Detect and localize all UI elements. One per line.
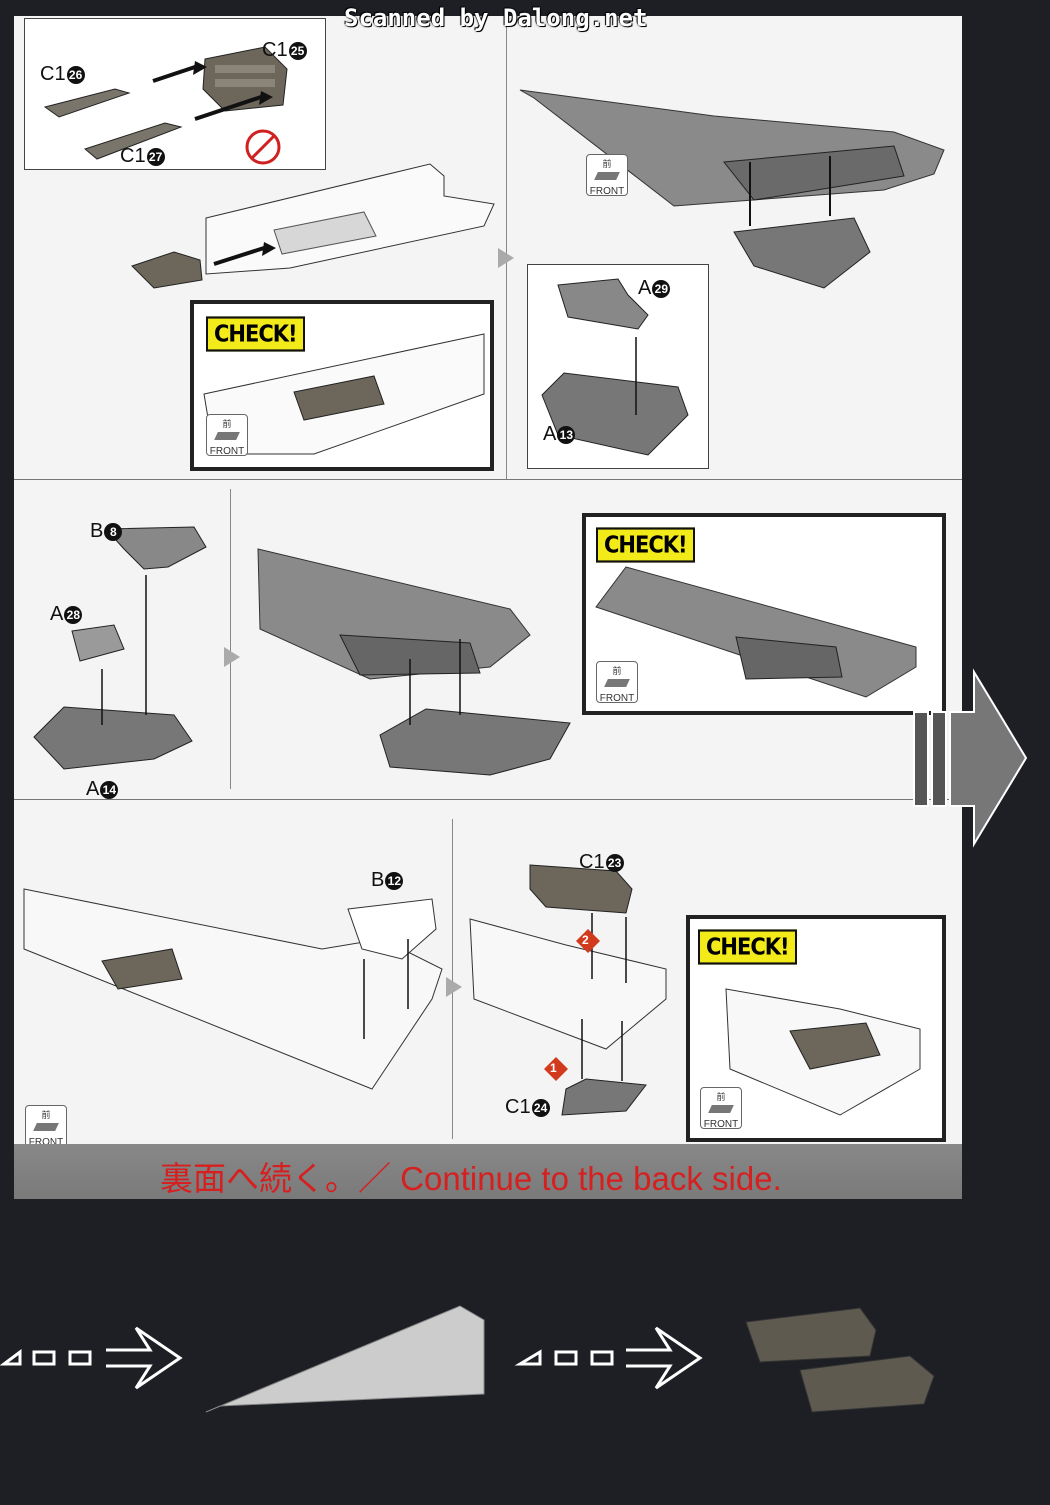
inset-drawing (541, 278, 689, 456)
front-badge: 前 FRONT (206, 414, 248, 457)
divider (230, 489, 231, 789)
front-kanji: 前 (716, 1092, 726, 1102)
footer-band: 裏面へ続く。／ Continue to the back side. (14, 1144, 962, 1199)
part-number: 14 (100, 780, 119, 799)
part-letter: C1 (579, 851, 605, 873)
check-drawing (595, 566, 917, 698)
part-letter: C1 (505, 1096, 531, 1118)
order-mark-2: 2 (582, 933, 589, 947)
part-letter: A (86, 778, 100, 800)
part-number: 24 (531, 1098, 550, 1117)
part-number: 27 (146, 147, 165, 166)
part-number: 28 (64, 605, 83, 624)
divider (452, 819, 453, 1139)
step-arrow-icon (224, 647, 240, 667)
inset-drawing (43, 46, 288, 165)
step5-drawing (23, 888, 443, 1090)
front-kanji: 前 (602, 159, 612, 169)
front-kanji: 前 (612, 666, 622, 676)
check-label: CHECK! (698, 929, 797, 965)
step-arrow-icon (446, 977, 462, 997)
front-kanji: 前 (41, 1110, 51, 1120)
order-mark-1: 1 (550, 1061, 557, 1075)
front-arrow-icon (214, 432, 240, 440)
part-letter: B (90, 520, 104, 542)
check-box-step6: CHECK! 前 FRONT (686, 915, 946, 1142)
divider (506, 16, 507, 479)
check-drawing (725, 988, 921, 1116)
front-arrow-icon (604, 679, 630, 687)
bottom-decoration-drawing (0, 1305, 935, 1413)
part-number: 8 (104, 522, 123, 541)
dashed-arrow-right-icon (514, 1326, 703, 1390)
step6-drawing (469, 864, 667, 1116)
front-text: FRONT (589, 186, 625, 197)
check-label: CHECK! (596, 527, 695, 563)
step-arrow-icon (498, 248, 514, 268)
step4-drawing (257, 548, 571, 776)
front-badge: 前 FRONT (586, 154, 628, 197)
front-badge: 前 FRONT (596, 661, 638, 704)
front-arrow-icon (708, 1105, 734, 1113)
part-letter: B (371, 869, 385, 891)
front-text: FRONT (703, 1119, 739, 1130)
front-text: FRONT (209, 446, 245, 457)
part-number: 29 (652, 279, 671, 298)
front-text: FRONT (28, 1137, 64, 1148)
check-box-step4: CHECK! 前 FRONT (582, 513, 946, 715)
part-letter: A (638, 277, 652, 299)
part-number: 25 (288, 41, 307, 60)
front-badge: 前 FRONT (700, 1087, 742, 1130)
dashed-arrow-left-icon (0, 1326, 183, 1390)
part-letter: C1 (120, 145, 146, 167)
front-kanji: 前 (222, 419, 232, 429)
step1-main-drawing (131, 163, 495, 289)
check-box-step1: CHECK! 前 FRONT (190, 300, 494, 471)
front-arrow-icon (594, 172, 620, 180)
part-number: 12 (385, 871, 404, 890)
part-letter: A (50, 603, 64, 625)
part-number: 23 (605, 853, 624, 872)
next-page-arrow-icon (913, 668, 1028, 848)
part-letter: A (543, 423, 557, 445)
check-label: CHECK! (206, 316, 305, 352)
part-number: 13 (557, 425, 576, 444)
front-arrow-icon (33, 1123, 59, 1131)
continue-text: 裏面へ続く。／ Continue to the back side. (160, 1160, 782, 1197)
part-letter: C1 (40, 63, 66, 85)
front-badge: 前 FRONT (25, 1105, 67, 1148)
part-number: 26 (66, 65, 85, 84)
part-letter: C1 (262, 39, 288, 61)
front-text: FRONT (599, 693, 635, 704)
scan-credit: Scanned by Dalong.net (344, 4, 648, 32)
bottom-decoration (0, 1300, 1050, 1420)
step3-drawing (33, 526, 207, 770)
step2-main-drawing (519, 89, 945, 289)
